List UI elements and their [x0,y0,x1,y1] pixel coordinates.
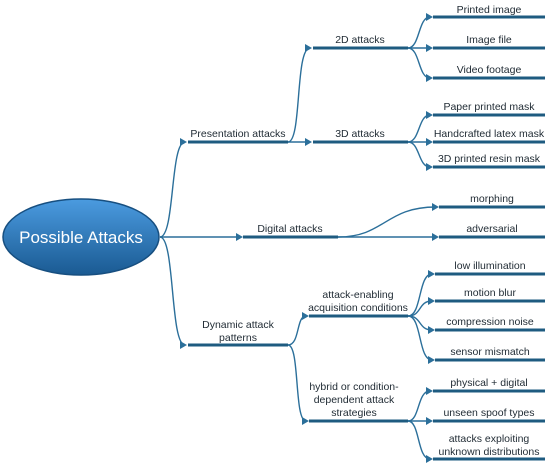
branch-label-presentation: Presentation attacks [190,128,285,140]
branch-label-dynamic-line2: patterns [219,332,257,344]
arrow-icon [426,163,433,171]
arrow-icon [180,341,187,349]
arrow-icon [426,417,433,425]
connector-root-presentation [159,141,186,238]
leaf-label: Video footage [457,64,522,76]
connector-dynamic-hybrid [287,344,307,422]
arrow-icon [305,44,312,52]
leaf-label: Printed image [457,4,522,16]
connector-root-dynamic [159,236,186,346]
arrow-icon [428,356,435,364]
root-node [2,198,160,276]
arrow-icon [426,13,433,21]
sub-label-hybrid-line3: strategies [331,407,377,419]
connector-leaf [407,420,431,460]
arrow-icon [426,44,433,52]
connector-leaf [337,206,437,238]
leaf-label: low illumination [454,260,525,272]
arrow-icon [426,138,433,146]
leaf-label: Paper printed mask [443,101,535,113]
connector-leaf [407,141,431,168]
leaf-label-line1: attacks exploiting [449,433,530,445]
arrow-icon [428,270,435,278]
arrow-icon [426,455,433,463]
leaf-label: compression noise [446,316,534,328]
arrow-icon [428,326,435,334]
leaf-label: morphing [470,193,514,205]
connector-leaf [407,390,431,422]
arrow-icon [432,203,439,211]
leaf-label: Image file [466,34,512,46]
sub-label-3d: 3D attacks [335,128,385,140]
leaf-label: motion blur [464,287,516,299]
connector-leaf [407,114,431,143]
sub-label-hybrid-line2: dependent attack [314,394,395,406]
leaf-label: physical + digital [450,377,527,389]
connector-dynamic-acq [287,315,307,346]
leaf-label: Handcrafted latex mask [434,128,545,140]
leaf-label-line2: unknown distributions [439,446,540,458]
arrow-icon [432,233,439,241]
connector-leaf [407,16,431,49]
arrow-icon [428,297,435,305]
arrow-icon [180,138,187,146]
leaf-label: adversarial [466,223,517,235]
arrow-icon [305,138,312,146]
arrow-icon [302,312,309,320]
root-label: Possible Attacks [19,228,143,247]
arrow-icon [426,111,433,119]
branch-label-digital: Digital attacks [257,223,322,235]
sub-label-hybrid-line1: hybrid or condition- [309,381,399,393]
branch-label-dynamic-line1: Dynamic attack [202,319,275,331]
arrow-icon [426,387,433,395]
leaf-label: sensor mismatch [450,346,530,358]
arrow-icon [426,74,433,82]
leaf-label: unseen spoof types [443,407,534,419]
sub-label-acquisition-line2: acquisition conditions [308,302,408,314]
leaf-label: 3D printed resin mask [438,153,541,165]
sub-label-acquisition-line1: attack-enabling [322,289,393,301]
connector-leaf [407,47,431,79]
sub-label-2d: 2D attacks [335,34,385,46]
connector-presentation-2d [287,47,311,143]
arrow-icon [236,233,243,241]
arrow-icon [302,417,309,425]
